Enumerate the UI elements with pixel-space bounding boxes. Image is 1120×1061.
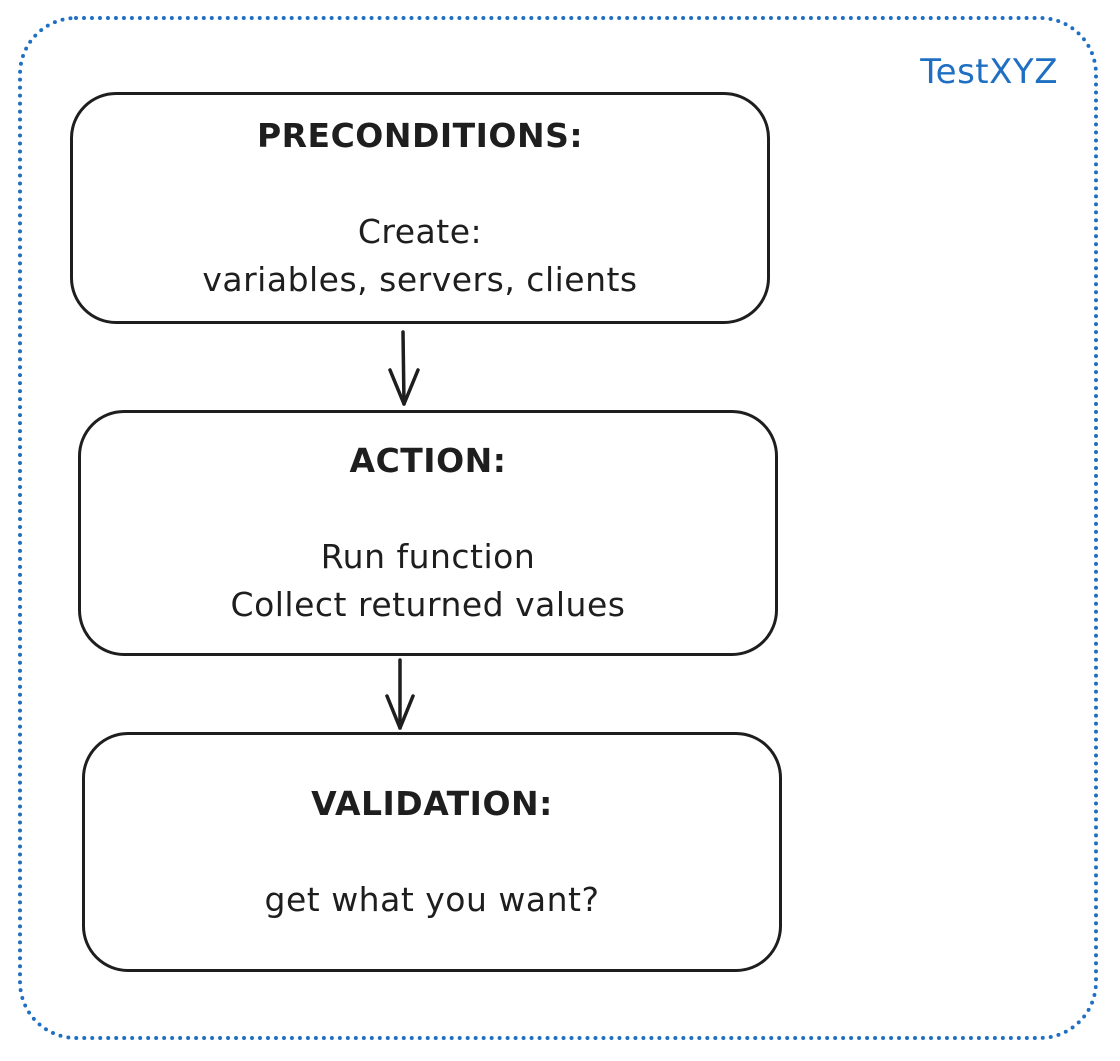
validation-heading: VALIDATION: [311, 784, 553, 823]
action-box: ACTION: Run function Collect returned va… [78, 410, 778, 656]
testxyz-frame [18, 16, 1098, 1040]
validation-line-1: get what you want? [264, 880, 600, 919]
preconditions-line-2: variables, servers, clients [202, 260, 638, 299]
action-line-2: Collect returned values [230, 585, 626, 624]
preconditions-heading: PRECONDITIONS: [256, 116, 584, 155]
preconditions-line-1: Create: [357, 212, 483, 251]
action-line-1: Run function [320, 537, 536, 576]
action-heading: ACTION: [349, 441, 507, 480]
validation-box: VALIDATION: get what you want? [82, 732, 782, 972]
frame-title: TestXYZ [920, 52, 1058, 92]
preconditions-box: PRECONDITIONS: Create: variables, server… [70, 92, 770, 324]
